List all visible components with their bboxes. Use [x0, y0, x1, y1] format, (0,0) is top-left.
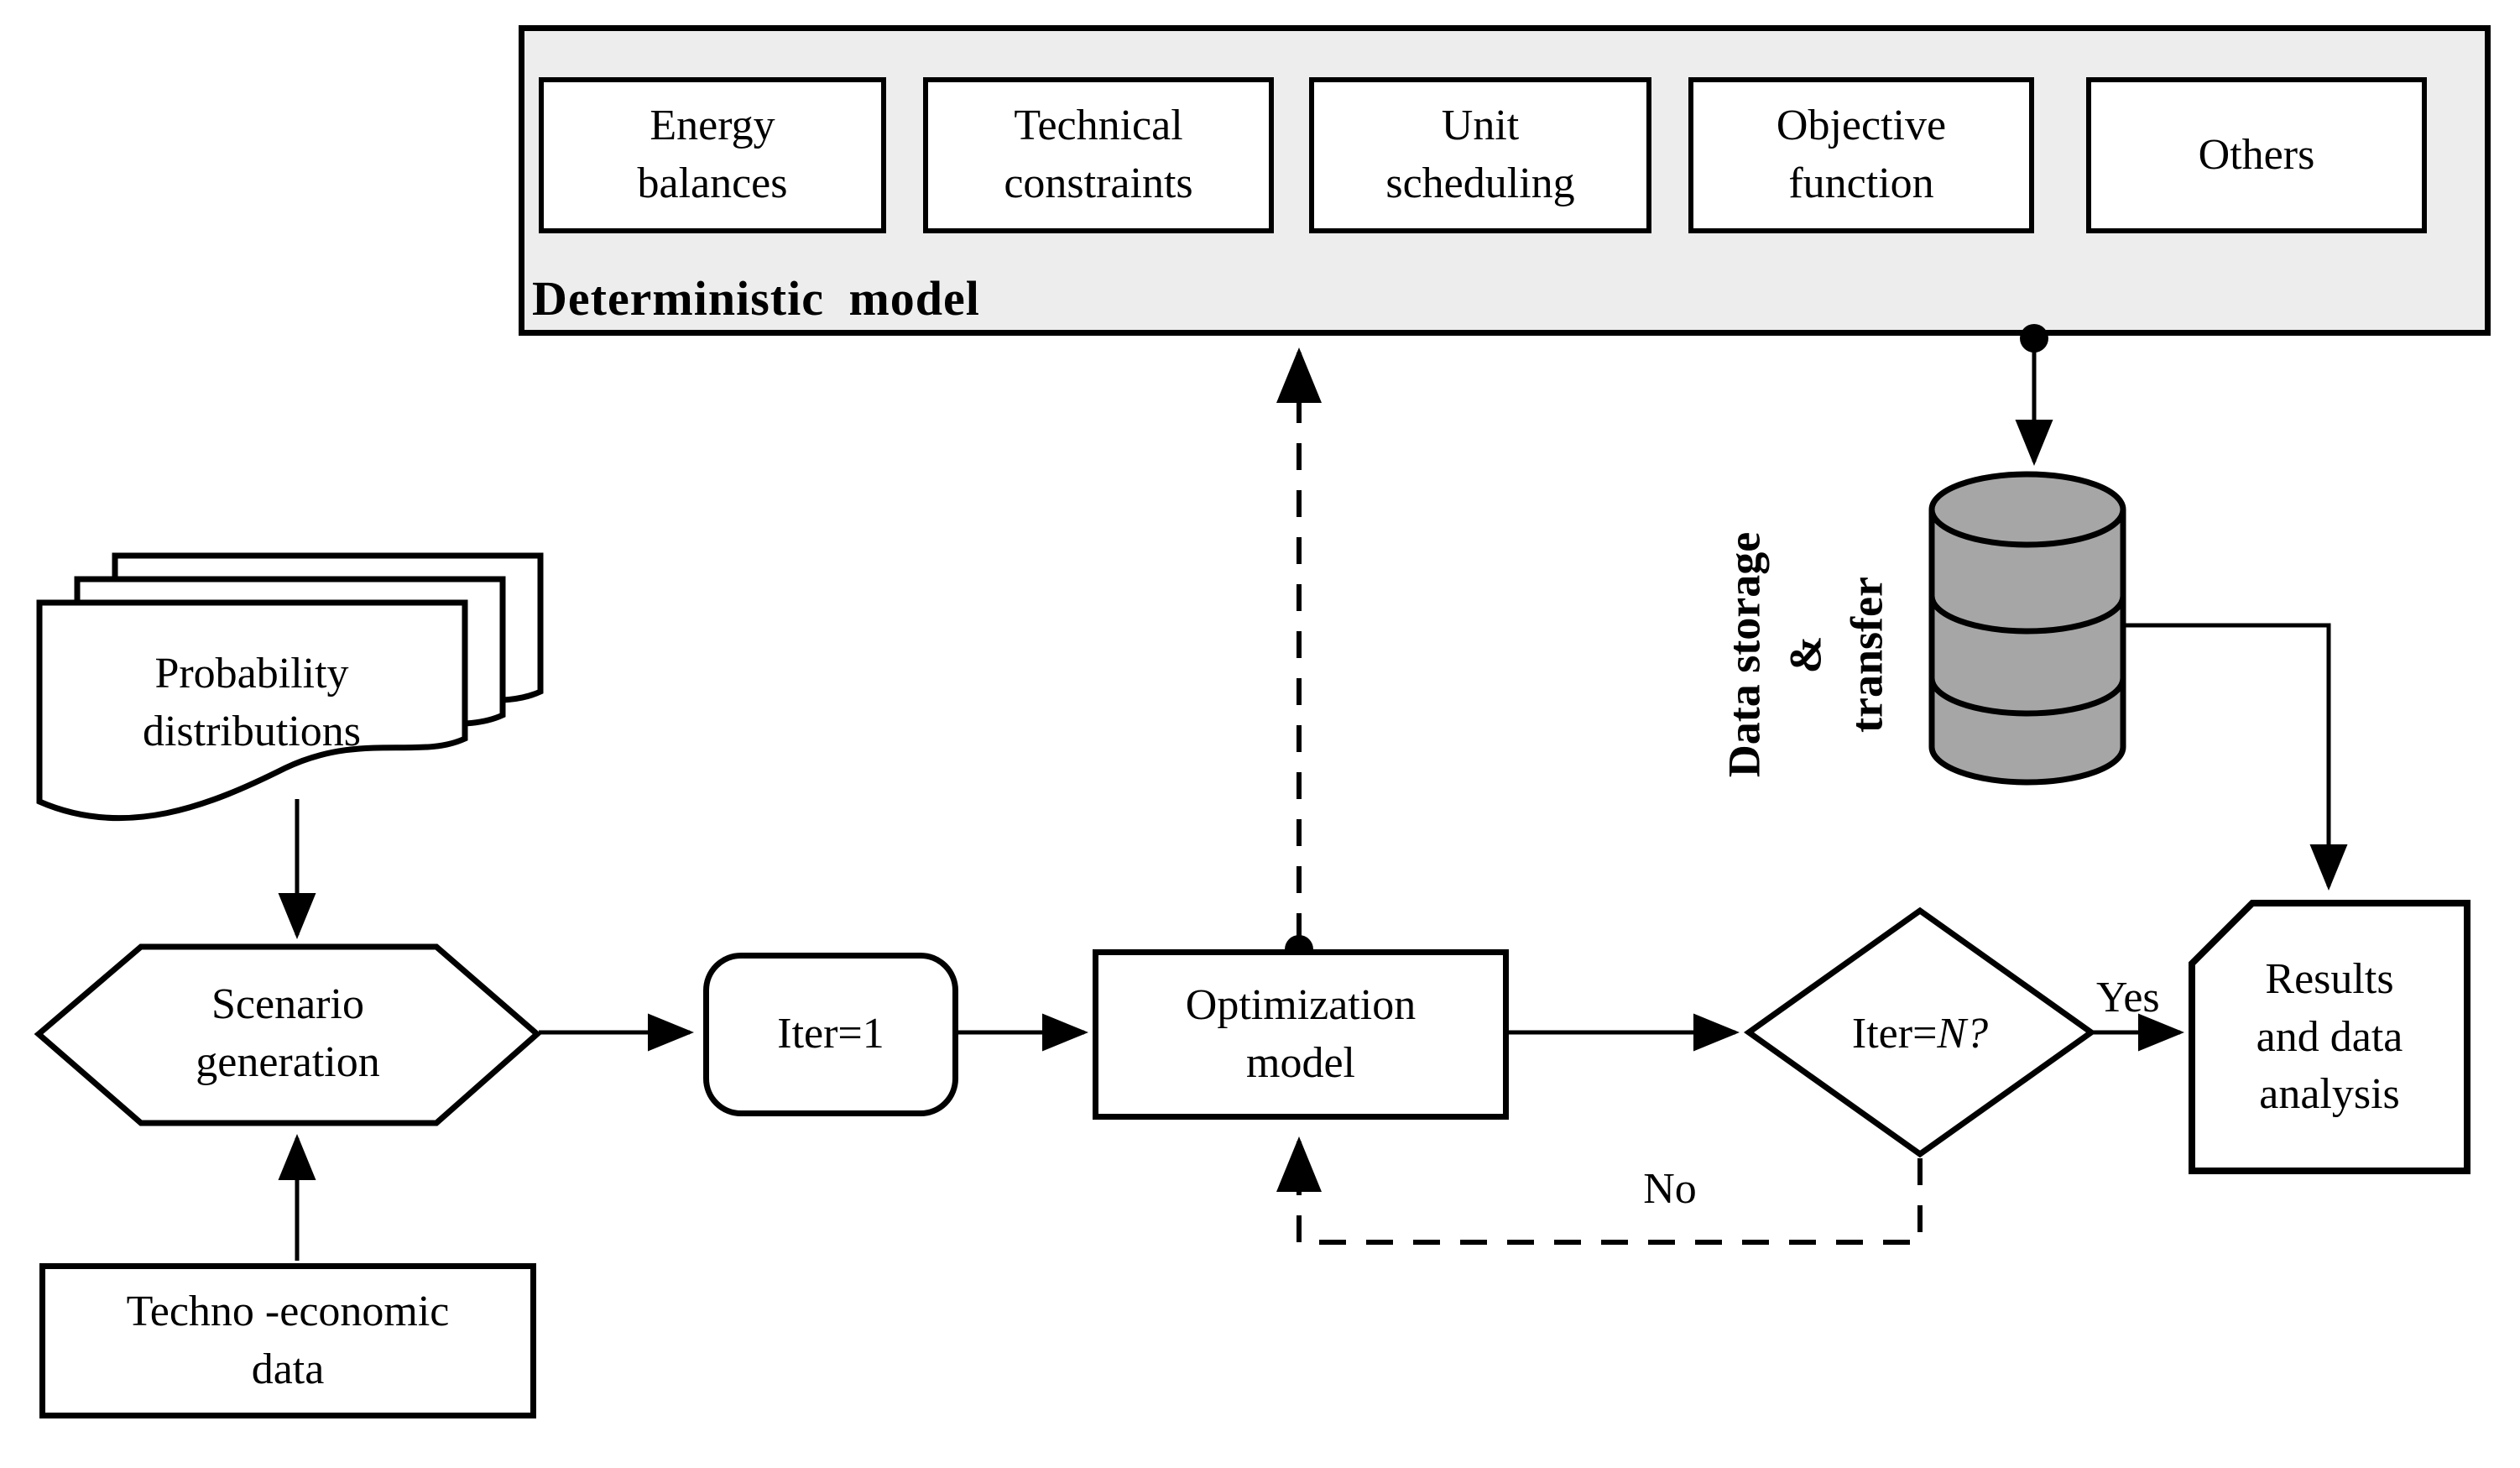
edge-no-feedback-dashed	[1276, 1136, 1923, 1245]
panel-box-objective-function: Objective function	[1688, 77, 2034, 233]
techno-economic-data-node: Techno -economic data	[39, 1263, 536, 1418]
solid-connectors	[278, 338, 2348, 1261]
no-edge-label: No	[1643, 1165, 1697, 1213]
results-card	[2189, 900, 2470, 1174]
junction-dot-panel	[2020, 324, 2048, 353]
cylinder-band-lower	[1928, 677, 2126, 717]
probability-distributions-document-stack	[36, 552, 544, 822]
cylinder-top	[1928, 471, 2126, 548]
document-sheet-front	[36, 599, 468, 822]
iter-check-variable: N?	[1937, 1009, 1989, 1058]
yes-edge-label: Yes	[2096, 974, 2160, 1021]
cylinder-body	[1928, 509, 2126, 786]
iter-init-node: Iter=1	[703, 953, 958, 1116]
panel-box-others: Others	[2086, 77, 2427, 233]
optimization-model-node: Optimization model	[1093, 949, 1509, 1120]
dashed-connectors	[1276, 347, 1923, 1245]
scenario-generation-hexagon	[34, 943, 542, 1126]
scenario-generation-label: Scenario generation	[196, 980, 380, 1086]
database-cylinder	[1928, 471, 2126, 786]
panel-box-technical-constraints: Technical constraints	[923, 77, 1274, 233]
cylinder-band-upper	[1928, 595, 2126, 635]
data-storage-transfer-label: Data storage & transfer	[1719, 531, 1892, 778]
iter-check-label: Iter=N?	[1766, 999, 2074, 1069]
panel-box-unit-scheduling: Unit scheduling	[1309, 77, 1651, 233]
results-label: Results and data analysis	[2256, 955, 2403, 1119]
probability-distributions-label: Probability distributions	[142, 650, 362, 755]
deterministic-model-label: Deterministic model	[532, 271, 980, 326]
edge-cylinder-to-results	[2123, 623, 2348, 891]
panel-box-energy-balances: Energy balances	[539, 77, 886, 233]
iter-check-prefix: Iter=	[1851, 1009, 1938, 1058]
